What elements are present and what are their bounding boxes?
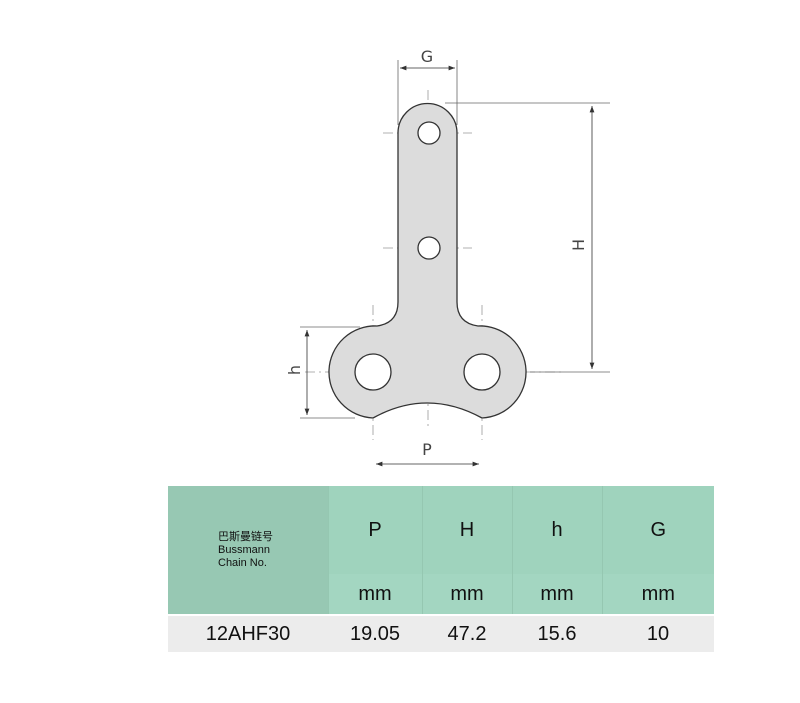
chain-no-header-en1: Bussmann: [218, 543, 270, 556]
chain-no-header-en2: Chain No.: [218, 556, 267, 569]
unit-cell: mm: [601, 574, 714, 615]
column-header-h-lower: h: [511, 486, 602, 574]
unit-cell: mm: [421, 574, 512, 615]
dimension-label-h-height: H: [569, 239, 588, 251]
unit-cell: mm: [327, 574, 422, 615]
dimension-label-g: G: [421, 47, 433, 66]
chain-no-header: 巴斯曼链号 Bussmann Chain No.: [168, 486, 328, 615]
value-cell-p: 19.05: [328, 614, 422, 652]
chain-plate: [328, 102, 527, 419]
column-header-g: G: [601, 486, 714, 574]
hole: [417, 121, 441, 145]
chain-no-header-cn: 巴斯曼链号: [218, 530, 273, 543]
hole: [354, 353, 392, 391]
hole: [463, 353, 501, 391]
value-cell-h-lower: 15.6: [512, 614, 602, 652]
value-cell-g: 10: [602, 614, 714, 652]
chain-plate-drawing: G H h P: [285, 47, 610, 467]
column-header-h-height: H: [421, 486, 512, 574]
table-header-row: 巴斯曼链号 Bussmann Chain No. P H h G: [168, 486, 714, 615]
dimension-lines: [300, 60, 610, 467]
column-header-p: P: [327, 486, 422, 574]
plate-holes: [354, 121, 501, 391]
table-row: 12AHF30 19.05 47.2 15.6 10: [168, 614, 714, 652]
dimension-label-p: P: [422, 440, 432, 459]
table-units-row: mm mm mm mm: [168, 574, 714, 615]
dimension-label-h-lower: h: [285, 365, 304, 375]
hole: [417, 236, 441, 260]
unit-cell: mm: [511, 574, 602, 615]
chain-no-cell: 12AHF30: [168, 614, 328, 652]
spec-table: 巴斯曼链号 Bussmann Chain No. P H h G mm mm m…: [168, 486, 714, 652]
value-cell-h-height: 47.2: [422, 614, 512, 652]
